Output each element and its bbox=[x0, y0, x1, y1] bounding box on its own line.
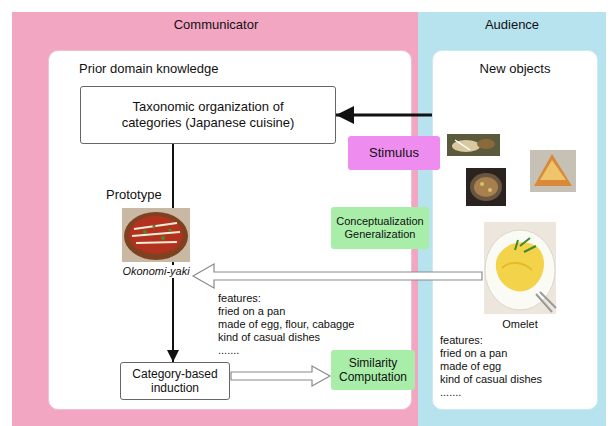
feature-line: kind of casual dishes bbox=[440, 373, 542, 386]
photo-caption: Omelet bbox=[502, 318, 537, 331]
hollow-arrow bbox=[231, 366, 330, 386]
okonomiyaki-photo bbox=[122, 208, 190, 262]
region-title: Communicator bbox=[12, 17, 420, 33]
process-box: Category-based induction bbox=[120, 362, 230, 400]
feature-line: made of egg bbox=[440, 360, 501, 373]
omelet-photo bbox=[484, 222, 556, 314]
feature-line: fried on a pan bbox=[440, 347, 507, 360]
box-label: Similarity Computation bbox=[335, 356, 411, 385]
feature-line: ....... bbox=[440, 386, 461, 399]
label-slot: kind of casual dishes bbox=[440, 373, 542, 386]
box-label: Stimulus bbox=[352, 145, 436, 161]
label-slot: ....... bbox=[218, 344, 239, 357]
food-photo bbox=[530, 150, 576, 192]
label-slot: Omelet bbox=[502, 318, 537, 331]
food-photo bbox=[447, 134, 500, 156]
box-label: Conceptualization Generalization bbox=[334, 215, 426, 241]
feature-line: ....... bbox=[218, 344, 239, 357]
category-box: Taxonomic organization of categories (Ja… bbox=[80, 86, 336, 144]
feature-line: made of egg, flour, cabagge bbox=[218, 318, 354, 331]
label-slot: fried on a pan bbox=[440, 347, 507, 360]
label-slot: made of egg bbox=[440, 360, 501, 373]
prototype-label: Prototype bbox=[106, 188, 162, 201]
box-label: Category-based induction bbox=[125, 367, 225, 396]
label-slot: fried on a pan bbox=[218, 305, 285, 318]
label-slot: features: bbox=[440, 334, 483, 347]
label-slot: ....... bbox=[440, 386, 461, 399]
label-slot: kind of casual dishes bbox=[218, 331, 320, 344]
photo-caption: Okonomi-yaki bbox=[120, 265, 191, 278]
label-slot: Prototype bbox=[106, 188, 162, 201]
box-label: Taxonomic organization of categories (Ja… bbox=[107, 99, 309, 130]
process-box: Conceptualization Generalization bbox=[331, 207, 429, 249]
region-title: Audience bbox=[418, 17, 606, 33]
label-slot: Okonomi-yaki bbox=[120, 265, 191, 278]
label-slot: features: bbox=[218, 292, 261, 305]
feature-line: features: bbox=[440, 334, 483, 347]
feature-line: features: bbox=[218, 292, 261, 305]
feature-line: kind of casual dishes bbox=[218, 331, 320, 344]
arrow bbox=[336, 114, 432, 117]
food-photo bbox=[466, 168, 506, 206]
feature-line: fried on a pan bbox=[218, 305, 285, 318]
process-box: Similarity Computation bbox=[331, 350, 415, 390]
label-slot: made of egg, flour, cabagge bbox=[218, 318, 354, 331]
stimulus-box: Stimulus bbox=[348, 136, 440, 170]
region-title: New objects bbox=[433, 61, 597, 77]
arrow bbox=[172, 144, 174, 362]
region-title: Prior domain knowledge bbox=[79, 61, 411, 77]
hollow-arrow bbox=[193, 264, 482, 288]
